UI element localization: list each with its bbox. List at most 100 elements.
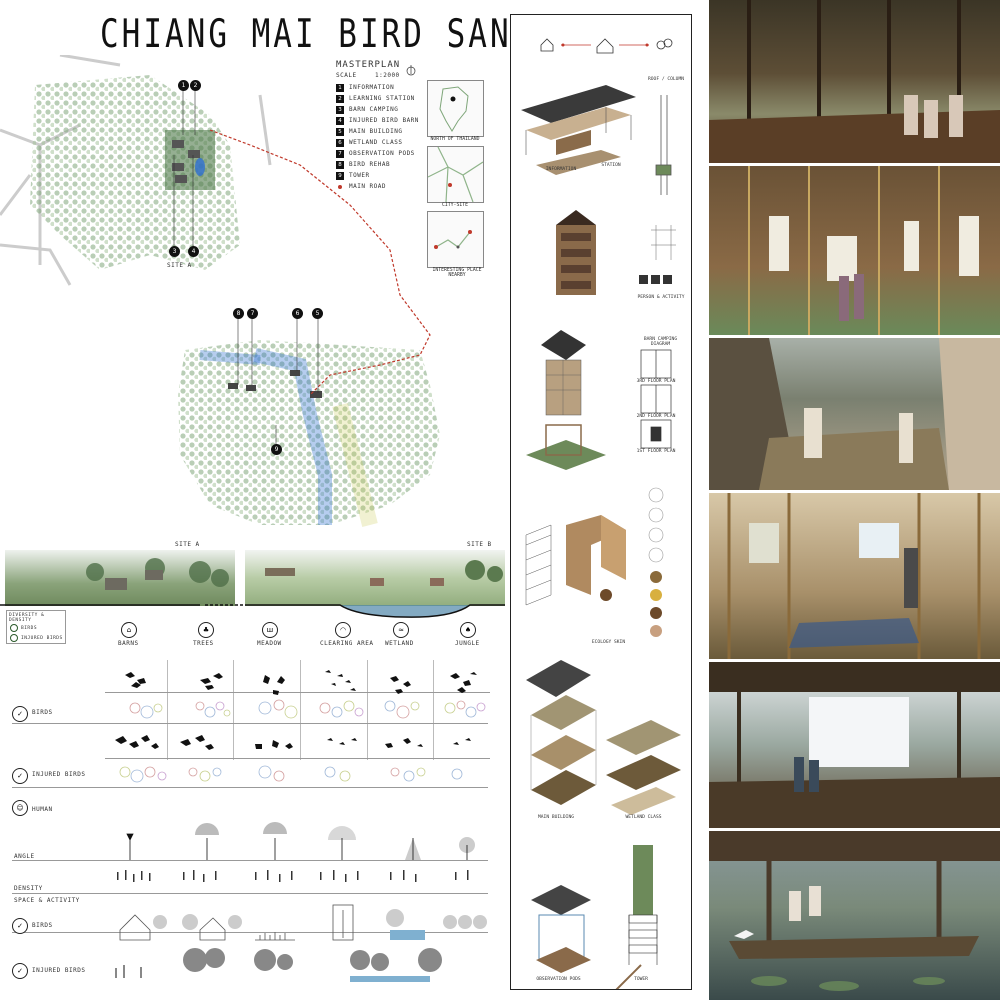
inset-nearby[interactable] <box>427 211 484 268</box>
grid-col-sep <box>433 660 434 760</box>
grid-row-sep <box>12 932 488 933</box>
building-axonometric-panel: INFORMATION STATION ROOF / COLUMN PERSON… <box>510 14 692 991</box>
legend-label: WETLAND CLASS <box>349 139 403 146</box>
render-barn-gallery <box>709 166 1000 335</box>
caption-tower: TOWER <box>634 977 648 982</box>
legend-label: LEARNING STATION <box>349 95 415 102</box>
legend-number: 3 <box>336 105 344 114</box>
render-observation-deck <box>709 831 1000 1000</box>
scale-label: SCALE <box>336 72 357 79</box>
grid-row-sep <box>105 758 490 759</box>
legend-label: BIRD REHAB <box>349 161 391 168</box>
pin-2[interactable]: 2 <box>190 80 201 91</box>
render-library-interior <box>709 493 1000 659</box>
zone-label: MEADOW <box>257 640 282 647</box>
legend-item: 3 BARN CAMPING <box>336 104 419 115</box>
inset-north-thailand[interactable] <box>427 80 484 137</box>
ecology-skin-detail <box>525 515 626 606</box>
legend-item: 6 WETLAND CLASS <box>336 137 419 148</box>
barn-icon[interactable]: ⌂ <box>121 622 137 638</box>
clearing-icon[interactable]: ◠ <box>335 622 351 638</box>
legend-number: 2 <box>336 94 344 103</box>
section-site-a-label: SITE A <box>175 541 200 548</box>
zone-matrix-drawings <box>115 670 487 982</box>
site-b-area <box>178 340 440 525</box>
caption-main-building: MAIN BUILDING <box>538 815 574 820</box>
jungle-icon[interactable]: ♠ <box>460 622 476 638</box>
legend-label: INJURED BIRD BARN <box>349 117 419 124</box>
legend-label: BARN CAMPING <box>349 106 399 113</box>
inset-label: NORTH OF THAILAND <box>430 137 480 142</box>
inset-label: INTERESTING PLACE NEARBY <box>432 268 482 278</box>
caption-station: STATION <box>601 163 621 168</box>
pin-3[interactable]: 3 <box>169 246 180 257</box>
grid-col-sep <box>300 660 301 760</box>
caption-barn-diagram: BARN CAMPING DIAGRAM <box>643 337 678 347</box>
inset-label: CITY-SITE <box>442 203 468 208</box>
legend-number: 7 <box>336 149 344 158</box>
human-icon: ☺ <box>12 800 28 816</box>
legend-label: INFORMATION <box>349 84 395 91</box>
tower-axon <box>615 845 658 991</box>
meadow-icon[interactable]: ш <box>262 622 278 638</box>
zone-label: JUNGLE <box>455 640 480 647</box>
legend-number: 8 <box>336 160 344 169</box>
masterplan-heading: MASTERPLAN <box>336 60 401 70</box>
zone-label: WETLAND <box>385 640 414 647</box>
caption-observation-pods: OBSERVATION PODS <box>536 977 581 982</box>
masterplan-map <box>0 55 440 527</box>
render-observation-pod <box>709 338 1000 490</box>
legend-number: 6 <box>336 138 344 147</box>
pin-8[interactable]: 8 <box>233 308 244 319</box>
axonometric-drawings <box>521 38 681 991</box>
pin-4[interactable]: 4 <box>188 246 199 257</box>
caption-floor-plan: 1ST FLOOR PLAN <box>636 449 676 454</box>
matrix-row-label: INJURED BIRDS <box>32 967 86 974</box>
matrix-row-label: ANGLE <box>14 853 35 860</box>
zone-label: BARNS <box>118 640 139 647</box>
information-station-axon <box>521 85 636 175</box>
legend-label: MAIN BUILDING <box>349 128 403 135</box>
legend-item: 2 LEARNING STATION <box>336 93 419 104</box>
pin-1[interactable]: 1 <box>178 80 189 91</box>
matrix-row-label: DENSITY <box>14 885 43 892</box>
observation-pod-axon <box>531 885 591 973</box>
caption-wetland-class: WETLAND CLASS <box>625 815 662 820</box>
caption-person-activity: PERSON & ACTIVITY <box>637 295 685 300</box>
north-arrow-icon <box>406 65 416 76</box>
pin-9[interactable]: 9 <box>271 444 282 455</box>
matrix-row-label: BIRDS <box>32 709 53 716</box>
grid-row-sep <box>12 860 488 861</box>
injured-birds-row-icon: ✓ <box>12 768 28 784</box>
legend-label: TOWER <box>349 172 370 179</box>
birds-row-icon: ✓ <box>12 918 28 934</box>
matrix-row-label: INJURED BIRDS <box>32 771 86 778</box>
section-site-b-label: SITE B <box>467 541 492 548</box>
grid-row-sep <box>105 692 490 693</box>
caption-information: INFORMATION <box>545 167 577 172</box>
scale-value: 1:2000 <box>375 72 400 79</box>
wetland-icon[interactable]: ≈ <box>393 622 409 638</box>
caption-ecology-skin: ECOLOGY SKIN <box>591 640 626 645</box>
grid-row-sep <box>12 787 488 788</box>
tree-icon[interactable]: ♣ <box>198 622 214 638</box>
legend-item: 8 BIRD REHAB <box>336 159 419 170</box>
grid-row-sep <box>12 893 488 894</box>
caption-roof-column: ROOF / COLUMN <box>648 77 684 82</box>
birds-row-icon: ✓ <box>12 706 28 722</box>
caption-floor-plan: 2ND FLOOR PLAN <box>636 414 676 419</box>
section-ground-line <box>0 604 505 618</box>
inset-city-site[interactable] <box>427 146 484 203</box>
matrix-row-label: BIRDS <box>32 922 53 929</box>
barn-section-render <box>556 210 596 295</box>
pin-6[interactable]: 6 <box>292 308 303 319</box>
grid-col-sep <box>367 660 368 760</box>
pin-5[interactable]: 5 <box>312 308 323 319</box>
pin-7[interactable]: 7 <box>247 308 258 319</box>
